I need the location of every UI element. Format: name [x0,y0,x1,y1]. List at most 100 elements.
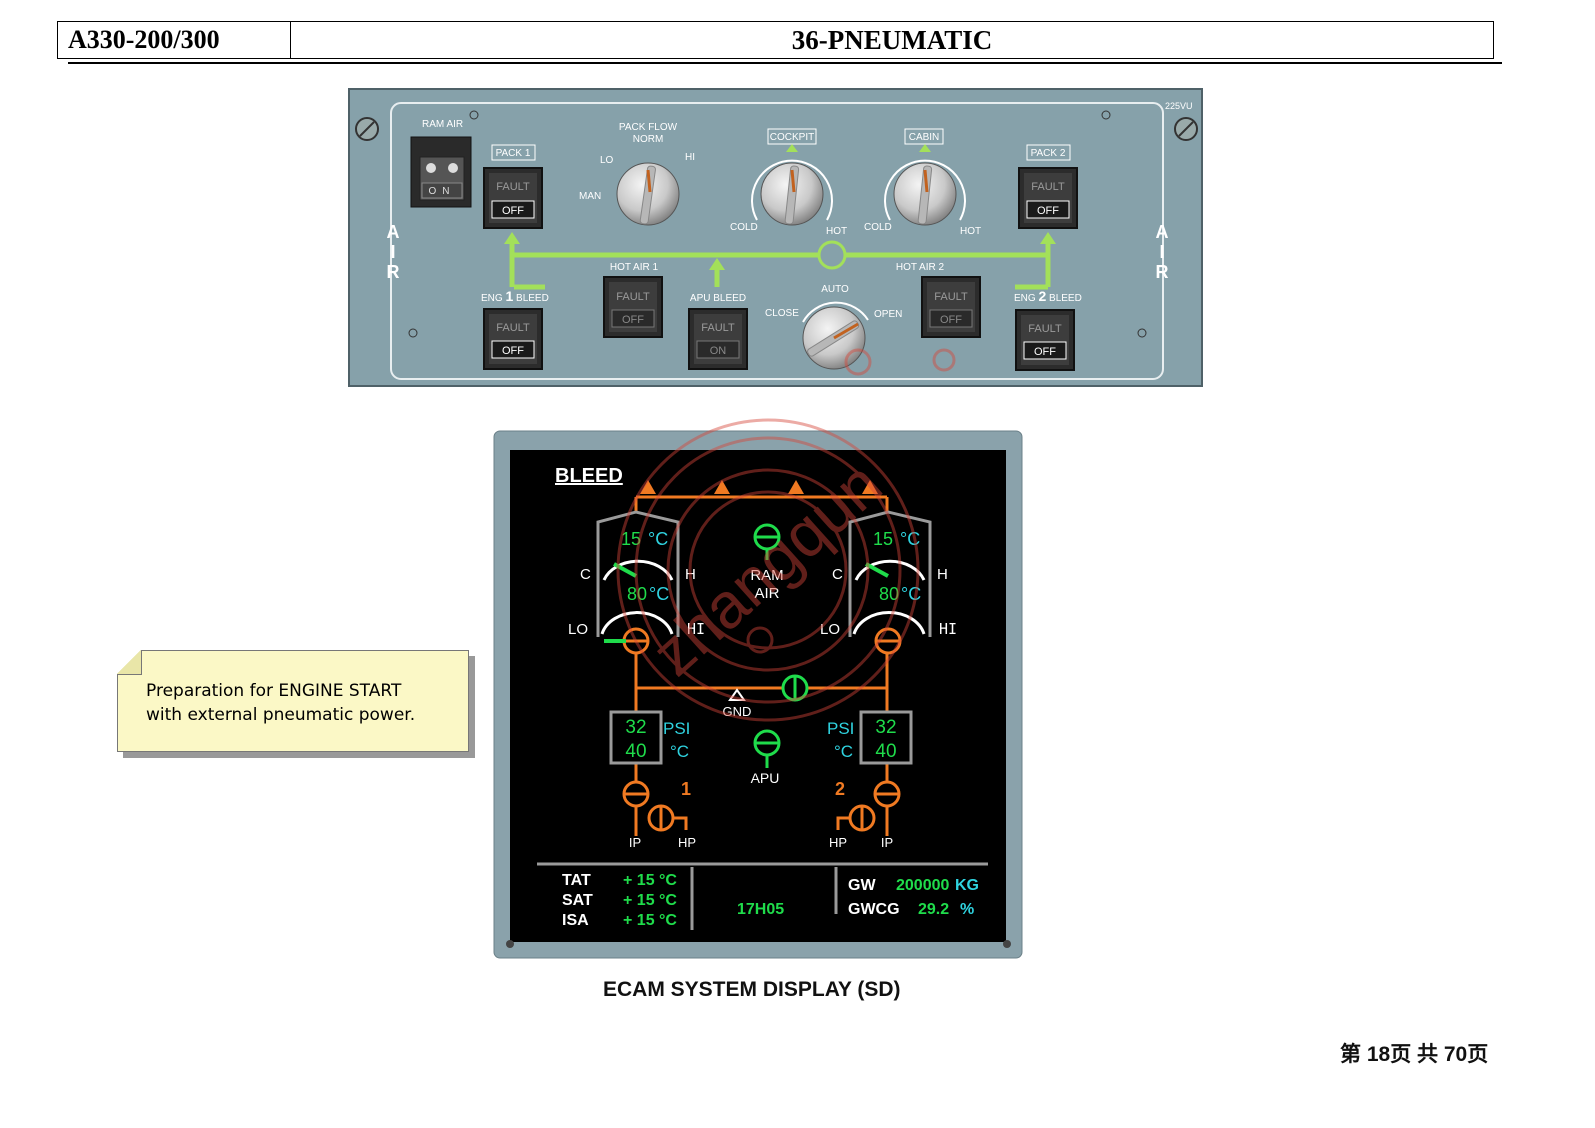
apu-valve-icon [753,729,781,757]
sat-value: + 15 °C [623,892,677,909]
figure-caption: ECAM SYSTEM DISPLAY (SD) [603,978,901,1001]
pack1-lo-label: LO [568,621,588,638]
eng2-temp-unit: °C [834,742,853,761]
apu-bleed-state: ON [710,345,727,357]
pack1-comp-unit: °C [649,584,669,604]
ram-air-switch[interactable]: ON [410,136,472,208]
hot-air2-button[interactable]: FAULT OFF [921,276,981,338]
eng1-bleed-button[interactable]: FAULT OFF [483,308,543,370]
eng1-number: 1 [681,779,691,799]
pack1-outlet-unit: °C [648,529,668,549]
header-rule [68,62,1502,64]
ecam-bleed-duct [634,653,889,781]
document-header: A330-200/300 36-PNEUMATIC [57,21,1494,59]
air-panel: 225VU A I R A I R RAM AIR ON PA [348,88,1203,387]
pack2-comp-temp: 80 [879,584,899,604]
eng2-ip-label: IP [881,835,893,850]
gwcg-label: GWCG [848,901,900,918]
isa-value: + 15 °C [623,912,677,929]
hot-air1-button[interactable]: FAULT OFF [603,276,663,338]
side-letter: I [390,242,395,262]
cabin-temp-knob[interactable] [893,162,957,226]
panel-frame [390,102,1164,380]
pack2-h-label: H [937,566,948,583]
eng1-bleed-state: OFF [502,345,524,357]
pack1-fault: FAULT [496,181,530,193]
eng2-bleed-label: ENG 2 BLEED [1014,288,1082,304]
eng2-bleed-button[interactable]: FAULT OFF [1015,309,1075,371]
sticky-note: Preparation for ENGINE START with extern… [117,650,469,752]
eng1-bleed-fault: FAULT [496,322,530,334]
eng2-bleed-fault: FAULT [1028,323,1062,335]
pack-flow-knob[interactable] [616,162,680,226]
side-letter: R [387,262,400,282]
panel-duct-lines [509,242,1051,290]
pack2-lo-label: LO [820,621,840,638]
ram-air-label-2: AIR [754,585,779,602]
pack1-comp-temp: 80 [627,584,647,604]
xbleed-valve-icon [781,674,809,702]
eng2-bleed-psi: 32 [875,717,896,738]
eng1-temp-unit: °C [670,742,689,761]
pack1-h-label: H [685,566,696,583]
note-line-2: with external pneumatic power. [146,705,416,725]
pack2-button[interactable]: FAULT OFF [1018,167,1078,229]
eng2-bleed-temp: 40 [875,741,896,762]
cockpit-label: COCKPIT [770,132,814,143]
cockpit-cold-label: COLD [730,222,758,233]
chapter-title: 36-PNEUMATIC [791,25,993,55]
tat-label: TAT [562,872,591,889]
pack1-state: OFF [502,205,524,217]
isa-label: ISA [562,912,589,929]
cabin-hot-label: HOT [960,226,981,237]
pack2-label: PACK 2 [1031,148,1066,159]
eng1-bleed-psi: 32 [625,717,646,738]
pack1-valve-icon [622,627,650,655]
pack-flow-hi-label: HI [685,152,695,163]
gw-value: 200000 [896,877,949,894]
cockpit-temp-knob[interactable] [760,162,824,226]
note-line-1: Preparation for ENGINE START [146,681,402,701]
xbleed-selector-knob[interactable] [802,306,866,370]
side-letter: A [1156,222,1169,242]
cabin-cold-label: COLD [864,222,892,233]
eng1-bleed-label: ENG 1 BLEED [481,288,549,304]
pack1-button[interactable]: FAULT OFF [483,167,543,229]
pack-flow-norm-label: NORM [633,134,664,145]
eng1-hp-valve-icon [647,804,675,832]
pointer-icon [919,144,931,152]
pack2-outlet-unit: °C [900,529,920,549]
hot-air1-label: HOT AIR 1 [610,262,659,273]
ram-air-label-1: RAM [750,567,783,584]
cabin-label: CABIN [909,132,940,143]
screw-icon [355,117,379,141]
eng1-ip-label: IP [629,835,641,850]
gnd-label: GND [723,704,752,719]
ecam-pack1: 15 °C C H 80 °C LO HI [568,510,705,655]
page-number: 第 18页 共 70页 [1340,1043,1489,1066]
xbleed-open-label: OPEN [874,309,902,320]
ecam-eng1-bleed: 32 40 PSI °C 1 IP HP [609,710,696,850]
apu-label: APU [751,770,780,786]
pointer-icon [786,144,798,152]
screw-icon [408,110,1147,338]
pack2-state: OFF [1037,205,1059,217]
pack1-c-label: C [580,566,591,583]
pack-flow-lo-label: LO [600,155,614,166]
gwcg-unit: % [960,901,974,918]
side-letter: A [387,222,400,242]
pack-flow-label: PACK FLOW [619,122,678,133]
ecam-bezel [493,430,1023,959]
ecam-footer: TAT + 15 °C SAT + 15 °C ISA + 15 °C 17H0… [537,862,988,930]
cabin-label-box [904,128,944,145]
ecam-outlet-arrow-icon [640,480,878,494]
gw-unit: KG [955,877,979,894]
hot-air2-state: OFF [940,314,962,326]
apu-bleed-button[interactable]: FAULT ON [688,308,748,370]
pack2-label-box [1026,144,1071,161]
pack2-fault: FAULT [1031,181,1065,193]
pack2-outlet-temp: 15 [873,529,893,549]
ram-air-on-label: ON [429,186,456,197]
ecam-pack2: 15 °C C H 80 °C LO HI [820,510,957,655]
eng2-ip-valve-icon [873,780,901,808]
